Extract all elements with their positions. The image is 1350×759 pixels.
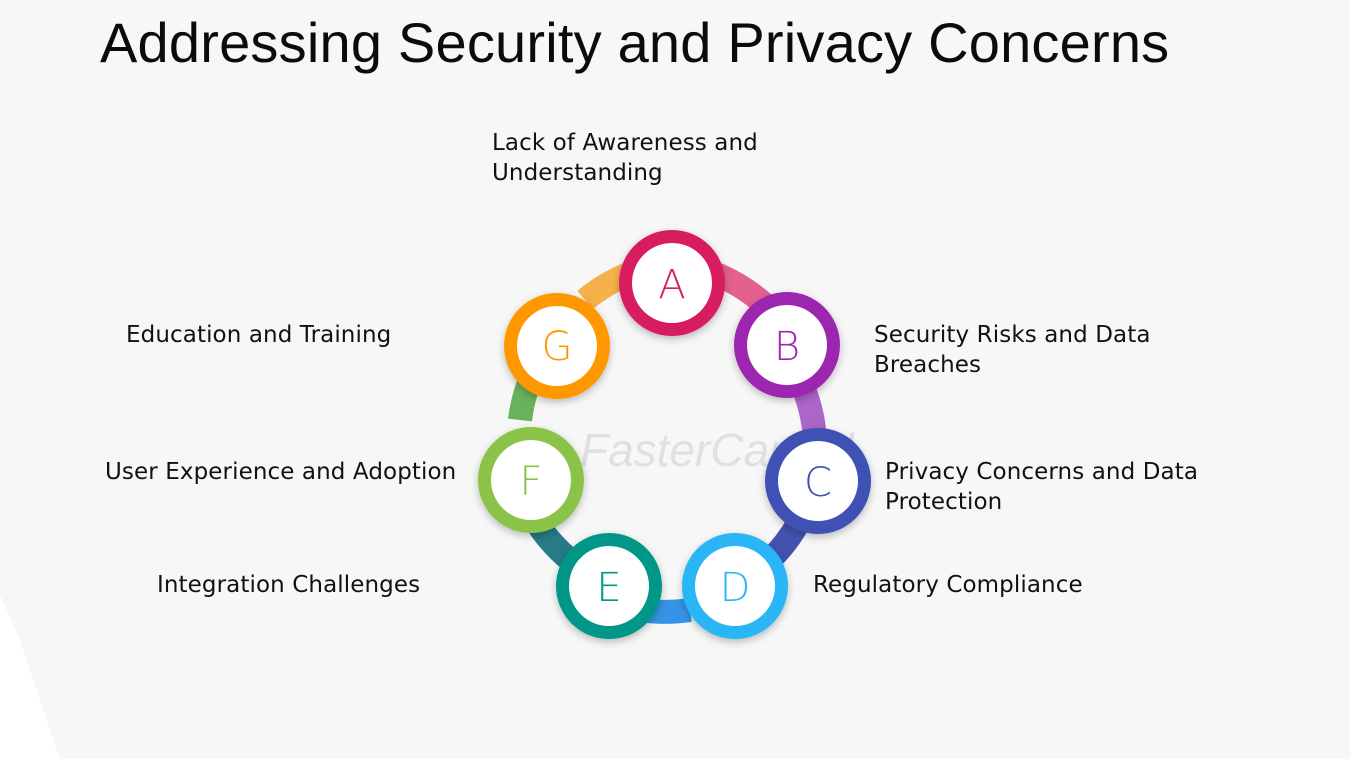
node-d-face <box>695 546 775 626</box>
page-title: Addressing Security and Privacy Concerns <box>100 11 1170 74</box>
node-b-letter: B <box>774 324 800 370</box>
label-f-line-1: User Experience and Adoption <box>105 459 457 485</box>
label-b-line-1: Security Risks and Data <box>874 322 1151 348</box>
node-d: D <box>682 533 788 639</box>
label-c-line-1: Privacy Concerns and Data <box>885 459 1199 485</box>
label-a: Lack of Awareness and Understanding <box>492 128 758 188</box>
node-c: C <box>765 428 871 534</box>
node-g-face <box>517 306 597 386</box>
label-c: Privacy Concerns and Data Protection <box>885 457 1198 517</box>
node-e: E <box>556 533 662 639</box>
node-b: B <box>734 292 840 398</box>
node-c-face <box>778 441 858 521</box>
node-a-letter: A <box>658 262 685 308</box>
node-d-letter: D <box>720 565 751 611</box>
node-e-letter: E <box>596 565 621 611</box>
node-c-letter: C <box>804 460 832 506</box>
label-b-line-2: Breaches <box>874 352 982 378</box>
node-f-letter: F <box>519 459 542 505</box>
node-f-face <box>491 440 571 520</box>
label-e: Integration Challenges <box>157 570 420 600</box>
label-f: User Experience and Adoption <box>105 457 456 487</box>
node-a-face <box>632 243 712 323</box>
node-a: A <box>619 230 725 336</box>
label-d-line-1: Regulatory Compliance <box>813 572 1083 598</box>
node-g: G <box>504 293 610 399</box>
label-d: Regulatory Compliance <box>813 570 1083 600</box>
label-g-line-1: Education and Training <box>126 322 392 348</box>
label-c-line-2: Protection <box>885 489 1003 515</box>
node-b-face <box>747 305 827 385</box>
label-g: Education and Training <box>126 320 391 350</box>
label-a-line-2: Understanding <box>492 160 663 186</box>
node-e-face <box>569 546 649 626</box>
node-g-letter: G <box>542 324 573 370</box>
node-f: F <box>478 427 584 533</box>
cycle-wheel: FasterCapital G A B C D E F <box>478 230 871 639</box>
label-e-line-1: Integration Challenges <box>157 572 421 598</box>
label-b: Security Risks and Data Breaches <box>874 320 1151 380</box>
label-a-line-1: Lack of Awareness and <box>492 130 758 156</box>
